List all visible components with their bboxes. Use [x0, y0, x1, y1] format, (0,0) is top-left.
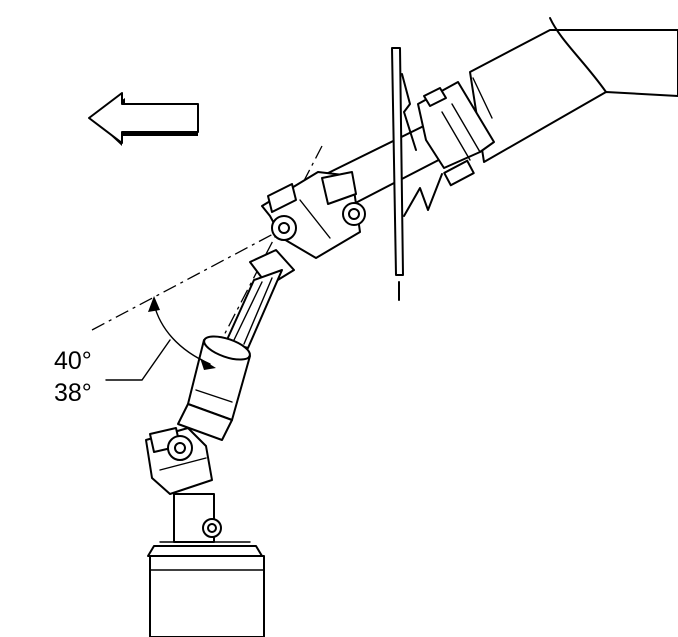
- steering-column-tube: [469, 17, 678, 163]
- intermediate-shaft: [225, 249, 295, 349]
- angle-label-upper: 40°: [54, 347, 92, 375]
- left-arrow-icon: [88, 92, 199, 146]
- angle-label-lower: 38°: [54, 379, 92, 407]
- column-clamp: [417, 81, 495, 187]
- steering-gear-input: [147, 493, 265, 637]
- lower-universal-joint: [145, 427, 213, 495]
- upper-universal-joint: [261, 171, 366, 259]
- angle-indicator-arc: [148, 296, 216, 370]
- slip-joint-housing: [177, 335, 251, 441]
- bulkhead-plate: [391, 47, 443, 301]
- angle-label-leader: [105, 339, 171, 381]
